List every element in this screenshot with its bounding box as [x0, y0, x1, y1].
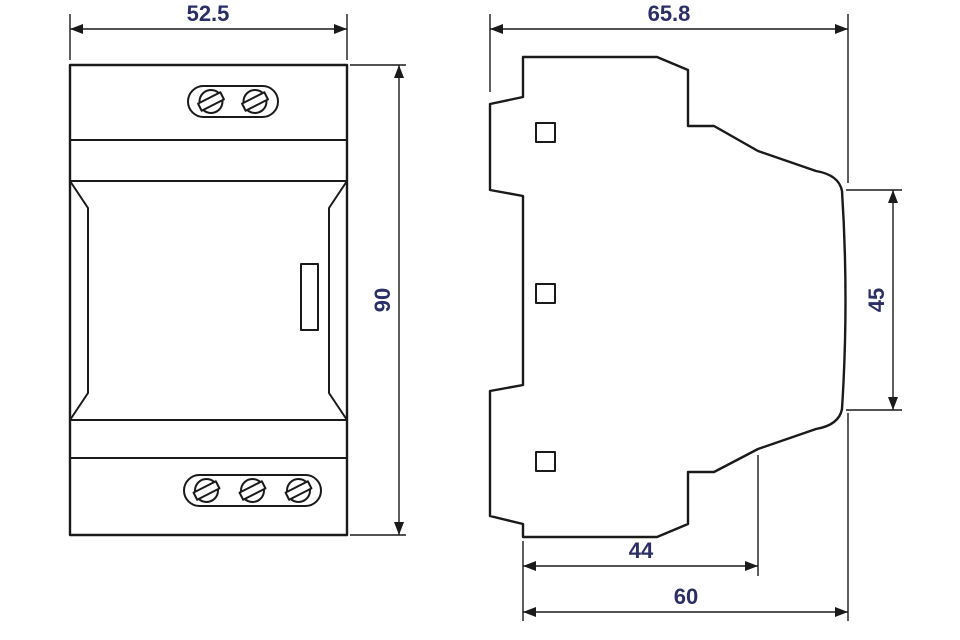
side-terminal-hole: [535, 451, 556, 472]
side-view: [488, 55, 847, 539]
dim-side-face-height: 45: [846, 189, 902, 411]
dim-front-width: 52.5: [69, 1, 348, 60]
front-top-terminal: [187, 85, 279, 118]
extension-lines: [69, 14, 348, 60]
front-horizontal-lines: [70, 139, 347, 459]
front-face-chamfer-left: [69, 180, 89, 421]
dim-front-width-label: 52.5: [187, 1, 230, 26]
screw-slot: [197, 91, 225, 112]
side-terminal-hole: [535, 122, 556, 143]
dim-side-mount-depth: 60: [523, 413, 849, 621]
dim-side-mount-depth-label: 60: [674, 584, 698, 609]
screw-slot: [284, 480, 313, 501]
side-profile-outline: [488, 55, 847, 539]
screw-slot: [192, 480, 221, 501]
dim-front-height-label: 90: [370, 288, 395, 312]
dim-side-body-depth: 44: [522, 455, 759, 621]
dim-front-height: 90: [350, 64, 406, 536]
screw-slot: [241, 91, 269, 112]
screw-slot: [238, 480, 267, 501]
dim-side-face-height-label: 45: [864, 288, 889, 312]
dim-side-overall-depth: 65.8: [489, 1, 849, 183]
side-terminal-hole: [535, 283, 556, 304]
dim-side-overall-depth-label: 65.8: [648, 1, 691, 26]
front-view: [68, 63, 349, 537]
front-bottom-terminal: [183, 474, 322, 507]
front-label-window: [300, 263, 319, 331]
front-face-chamfer-right: [328, 180, 348, 421]
dim-side-body-depth-label: 44: [629, 538, 654, 563]
